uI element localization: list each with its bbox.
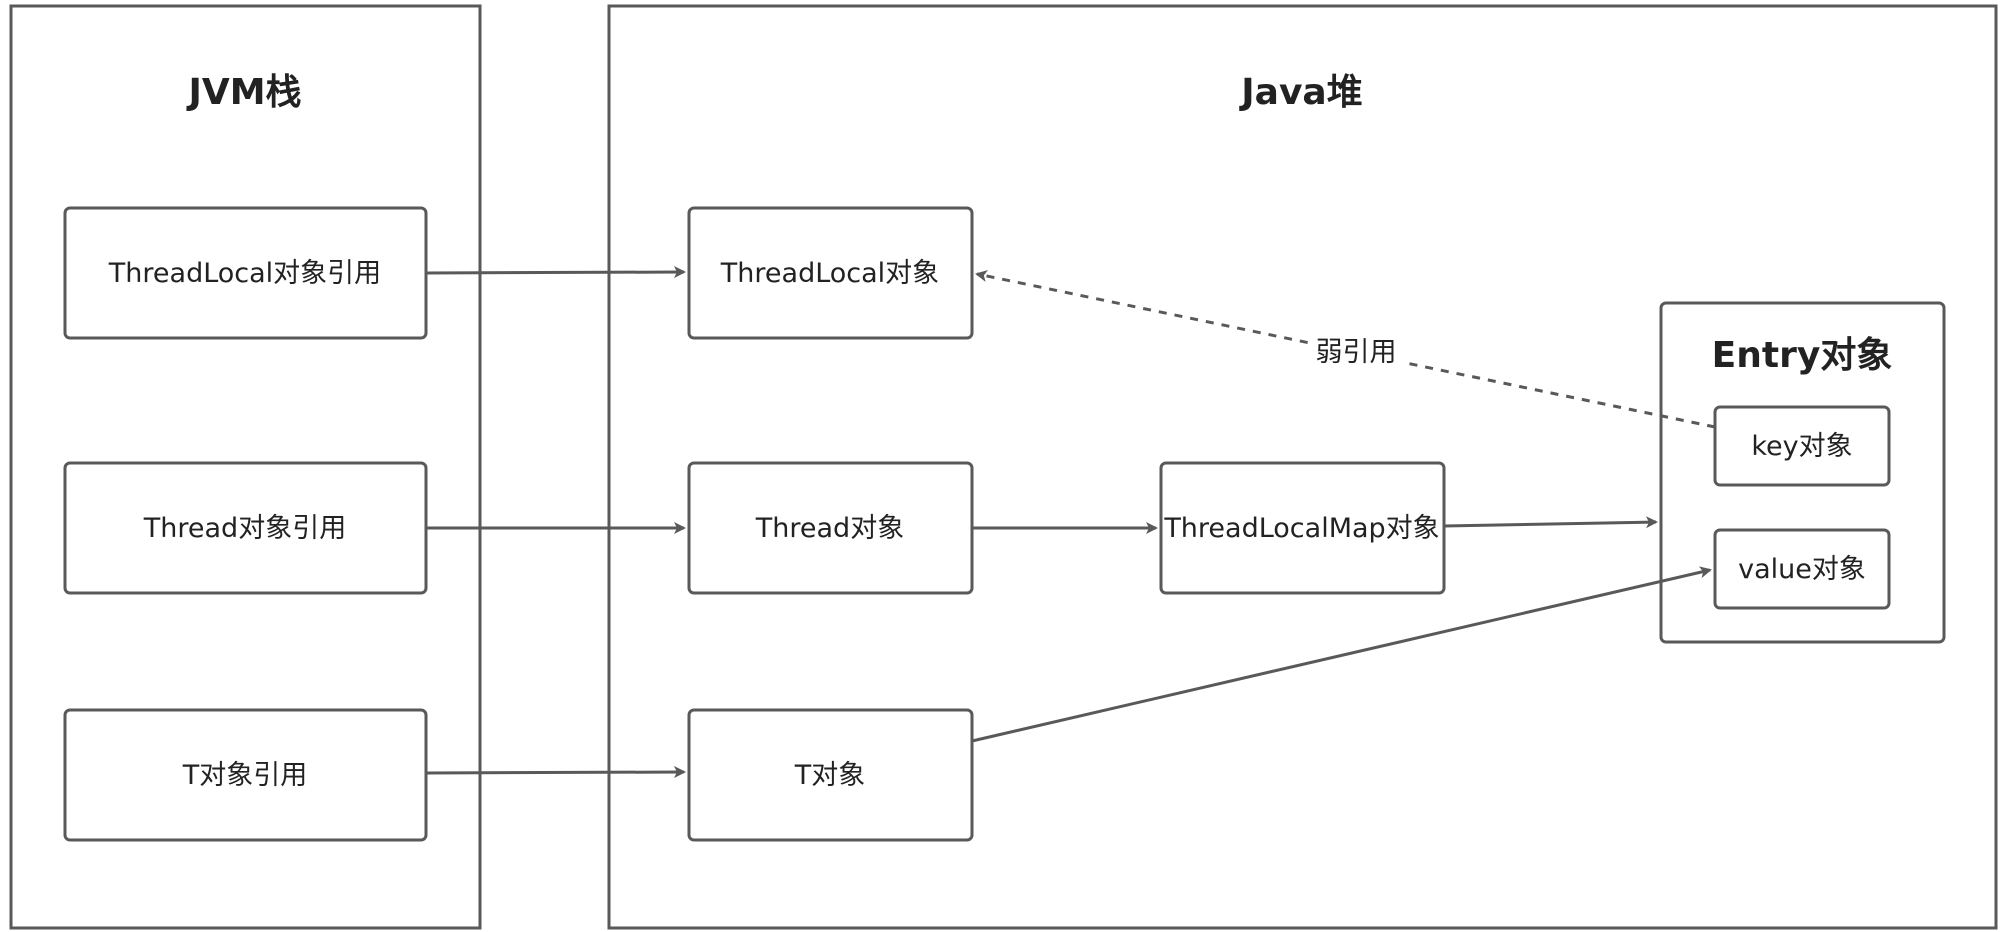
threadlocalmap-obj-label: ThreadLocalMap对象 [1163, 513, 1439, 544]
t-ref-node: T对象引用 [63, 708, 428, 842]
t-ref-label: T对象引用 [182, 760, 308, 791]
arrow-threadlocal-ref-to-obj [425, 266, 686, 279]
key-obj-node: key对象 [1713, 405, 1891, 487]
arrow-map-to-entry [1443, 516, 1658, 529]
arrow-t-obj-to-value [971, 566, 1712, 743]
thread-obj-label: Thread对象 [755, 513, 904, 544]
threadlocal-obj-node: ThreadLocal对象 [687, 206, 974, 340]
entry-title: Entry对象 [1712, 335, 1893, 376]
weak-ref-label-bg [1308, 330, 1404, 370]
threadlocal-obj-label: ThreadLocal对象 [720, 258, 939, 289]
java-heap-title: Java堆 [1238, 72, 1362, 113]
thread-ref-node: Thread对象引用 [63, 461, 428, 595]
value-obj-label: value对象 [1738, 554, 1866, 585]
thread-ref-label: Thread对象引用 [143, 513, 346, 544]
jvm-stack-title: JVM栈 [185, 72, 301, 113]
threadlocal-ref-node: ThreadLocal对象引用 [63, 206, 428, 340]
weak-ref-label: 弱引用 [1316, 337, 1397, 368]
threadlocal-ref-label: ThreadLocal对象引用 [108, 258, 381, 289]
key-obj-label: key对象 [1751, 431, 1852, 462]
thread-obj-node: Thread对象 [687, 461, 974, 595]
t-obj-node: T对象 [687, 708, 974, 842]
value-obj-node: value对象 [1713, 528, 1891, 610]
t-obj-label: T对象 [794, 760, 866, 791]
weak-ref-arrow [975, 270, 1716, 429]
arrow-t-ref-to-obj [425, 766, 686, 779]
threadlocalmap-obj-node: ThreadLocalMap对象 [1159, 461, 1446, 595]
